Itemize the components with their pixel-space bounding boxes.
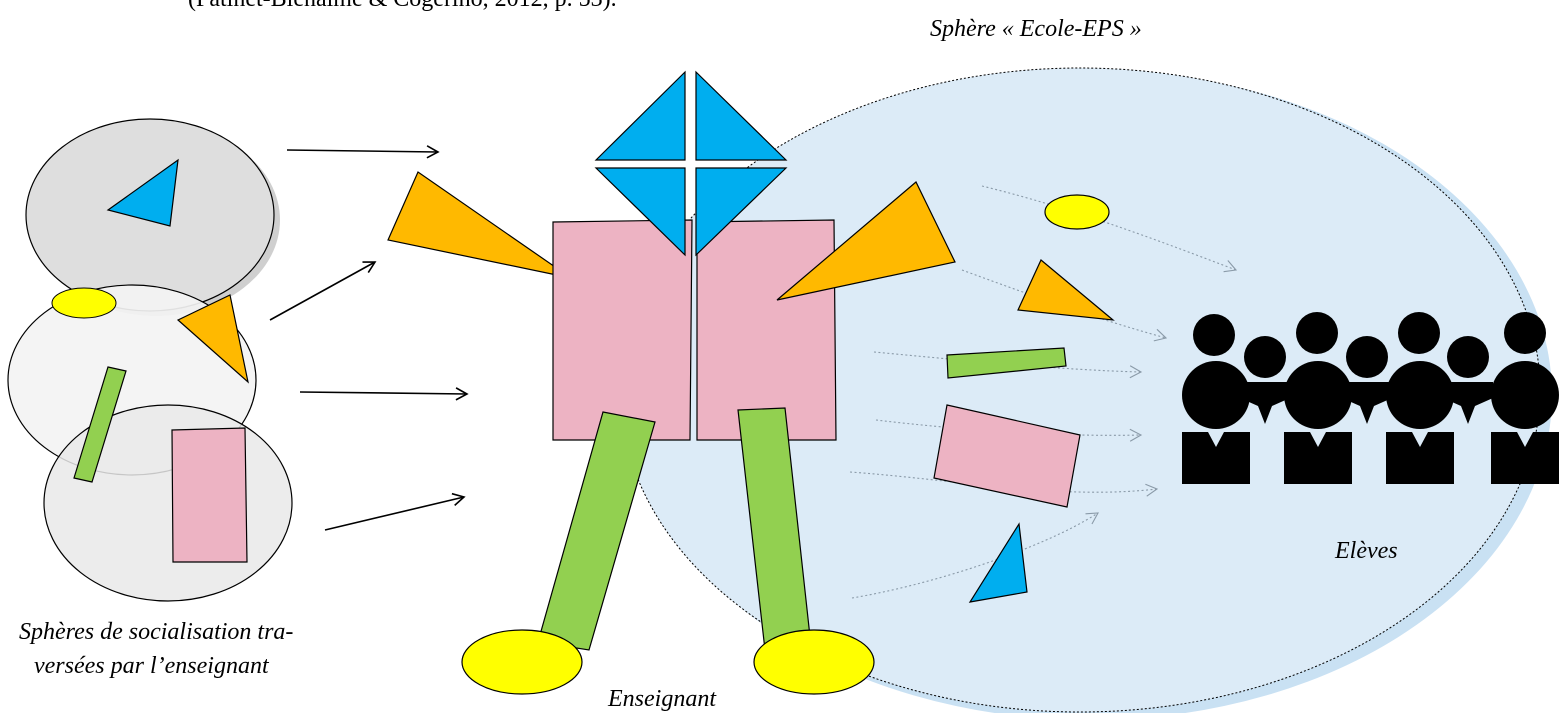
teacher-torso-right: [696, 219, 837, 441]
student-2: [1240, 336, 1290, 424]
sphere-bottom: [43, 404, 293, 602]
student-1: [1182, 314, 1250, 484]
socialisation-label-line2: versées par l’enseignant: [34, 653, 269, 679]
incoming-arrows: [269, 145, 469, 531]
transmitted-pink-rect: [933, 404, 1081, 508]
student-6: [1443, 336, 1493, 424]
student-3: [1284, 312, 1352, 484]
arrow-upper-diagonal: [269, 261, 377, 321]
sphere-middle-orange-triangle: [176, 294, 249, 384]
dotted-arrow-4: [875, 419, 1143, 442]
teacher-left-leg: [537, 411, 656, 651]
head-triangle-bottom-right: [695, 167, 788, 257]
sphere-top-blue-triangle: [106, 158, 179, 227]
arrow-top: [286, 145, 440, 159]
transmitted-yellow-ellipse: [1044, 194, 1110, 230]
teacher-figure: [461, 70, 956, 695]
transmitted-shapes: [933, 194, 1115, 603]
head-triangle-bottom-left: [594, 167, 686, 257]
teacher-right-foot: [753, 629, 875, 695]
transmitted-green-bar: [946, 347, 1067, 379]
teacher-torso-left: [552, 219, 693, 441]
sphere-bottom-green-bar: [73, 366, 127, 483]
head-triangle-top-right: [695, 70, 788, 161]
arrow-lower-diagonal: [324, 492, 466, 531]
socialisation-label-line1: Sphères de socialisation tra-: [19, 619, 294, 645]
sphere-middle-yellow-ellipse: [51, 287, 117, 319]
transmitted-blue-triangle: [968, 522, 1028, 603]
sphere-bottom-pink-rect: [171, 427, 248, 563]
teacher-right-arm: [776, 181, 956, 301]
citation-text: (Patinet-Bienaimé & Cogérino, 2012, p. 5…: [188, 0, 617, 14]
students-label: Elèves: [1335, 538, 1398, 564]
socialisation-spheres: [7, 118, 293, 602]
head-triangle-top-left: [594, 70, 686, 161]
dotted-arrow-6: [851, 512, 1099, 599]
arrow-middle: [299, 387, 469, 401]
floating-orange-triangle: [387, 171, 572, 279]
student-5: [1386, 312, 1454, 484]
students-group: [1182, 312, 1559, 484]
transmitted-orange-triangle: [1017, 259, 1115, 321]
student-7: [1491, 312, 1559, 484]
student-4: [1342, 336, 1392, 424]
teacher-label: Enseignant: [608, 686, 716, 712]
school-sphere-label: Sphère « Ecole-EPS »: [930, 16, 1142, 42]
dotted-arrow-1: [981, 185, 1238, 273]
teacher-left-foot: [461, 629, 583, 695]
